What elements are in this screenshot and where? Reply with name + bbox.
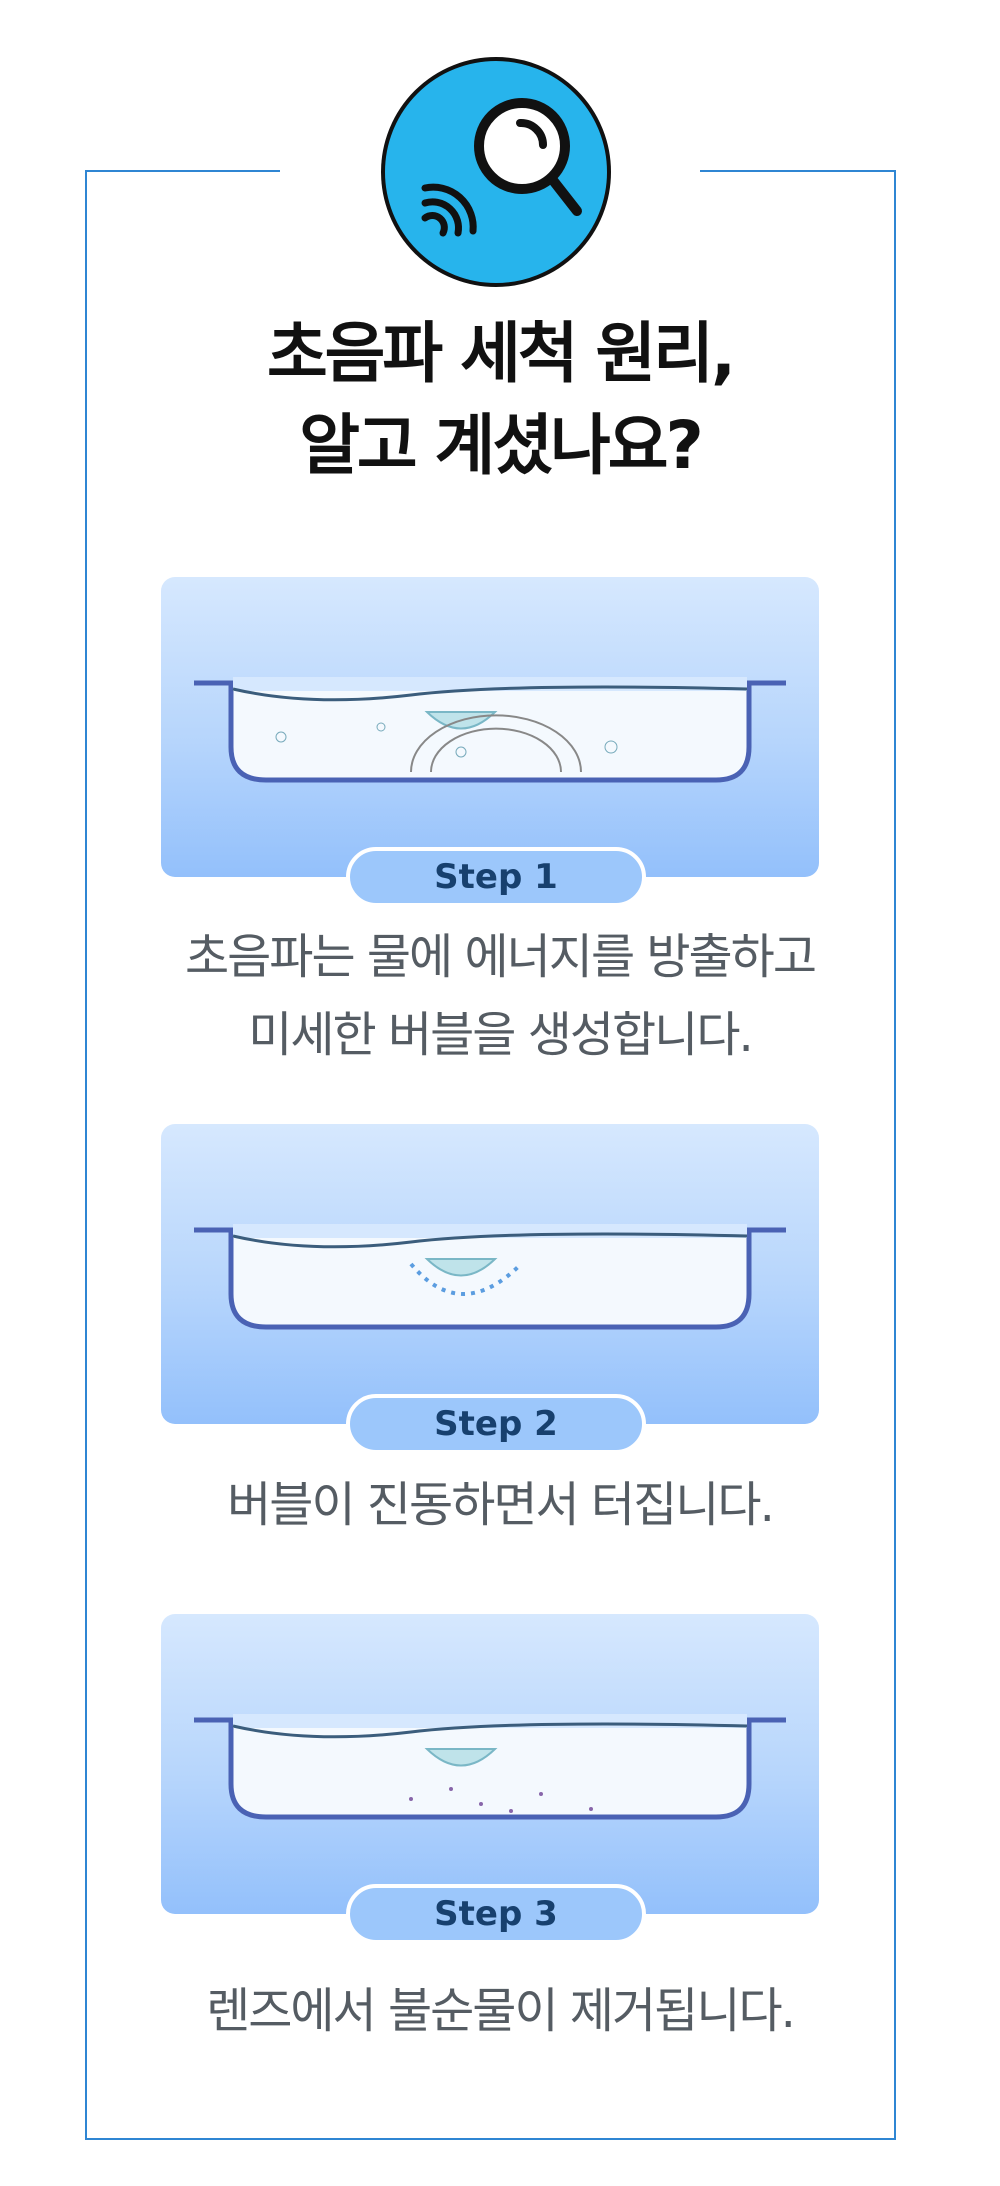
step-3-description: 렌즈에서 불순물이 제거됩니다. — [206, 1983, 796, 2039]
tub-bubbles-burst-illustration — [194, 1224, 786, 1330]
magnifier-ultrasonic-icon — [381, 57, 611, 287]
step-1-illustration — [161, 577, 819, 877]
step-1-badge: Step 1 — [346, 847, 646, 907]
step-1-description-line-2: 미세한 버블을 생성합니다. — [248, 1007, 754, 1063]
step-3-illustration — [161, 1614, 819, 1914]
frame-top-right — [700, 170, 896, 172]
step-1-description-line-1: 초음파는 물에 에너지를 방출하고 — [184, 929, 817, 985]
frame-top-left — [85, 170, 280, 172]
title-line-2: 알고 계셨나요? — [299, 407, 704, 484]
tub-lens-bubbles-illustration — [194, 677, 786, 783]
tub-impurities-illustration — [194, 1714, 786, 1820]
content-frame — [85, 170, 896, 2140]
step-3-badge: Step 3 — [346, 1884, 646, 1944]
step-2-illustration — [161, 1124, 819, 1424]
step-2-badge: Step 2 — [346, 1394, 646, 1454]
step-2-description: 버블이 진동하면서 터집니다. — [227, 1477, 775, 1533]
title-line-1: 초음파 세척 원리, — [266, 315, 736, 392]
